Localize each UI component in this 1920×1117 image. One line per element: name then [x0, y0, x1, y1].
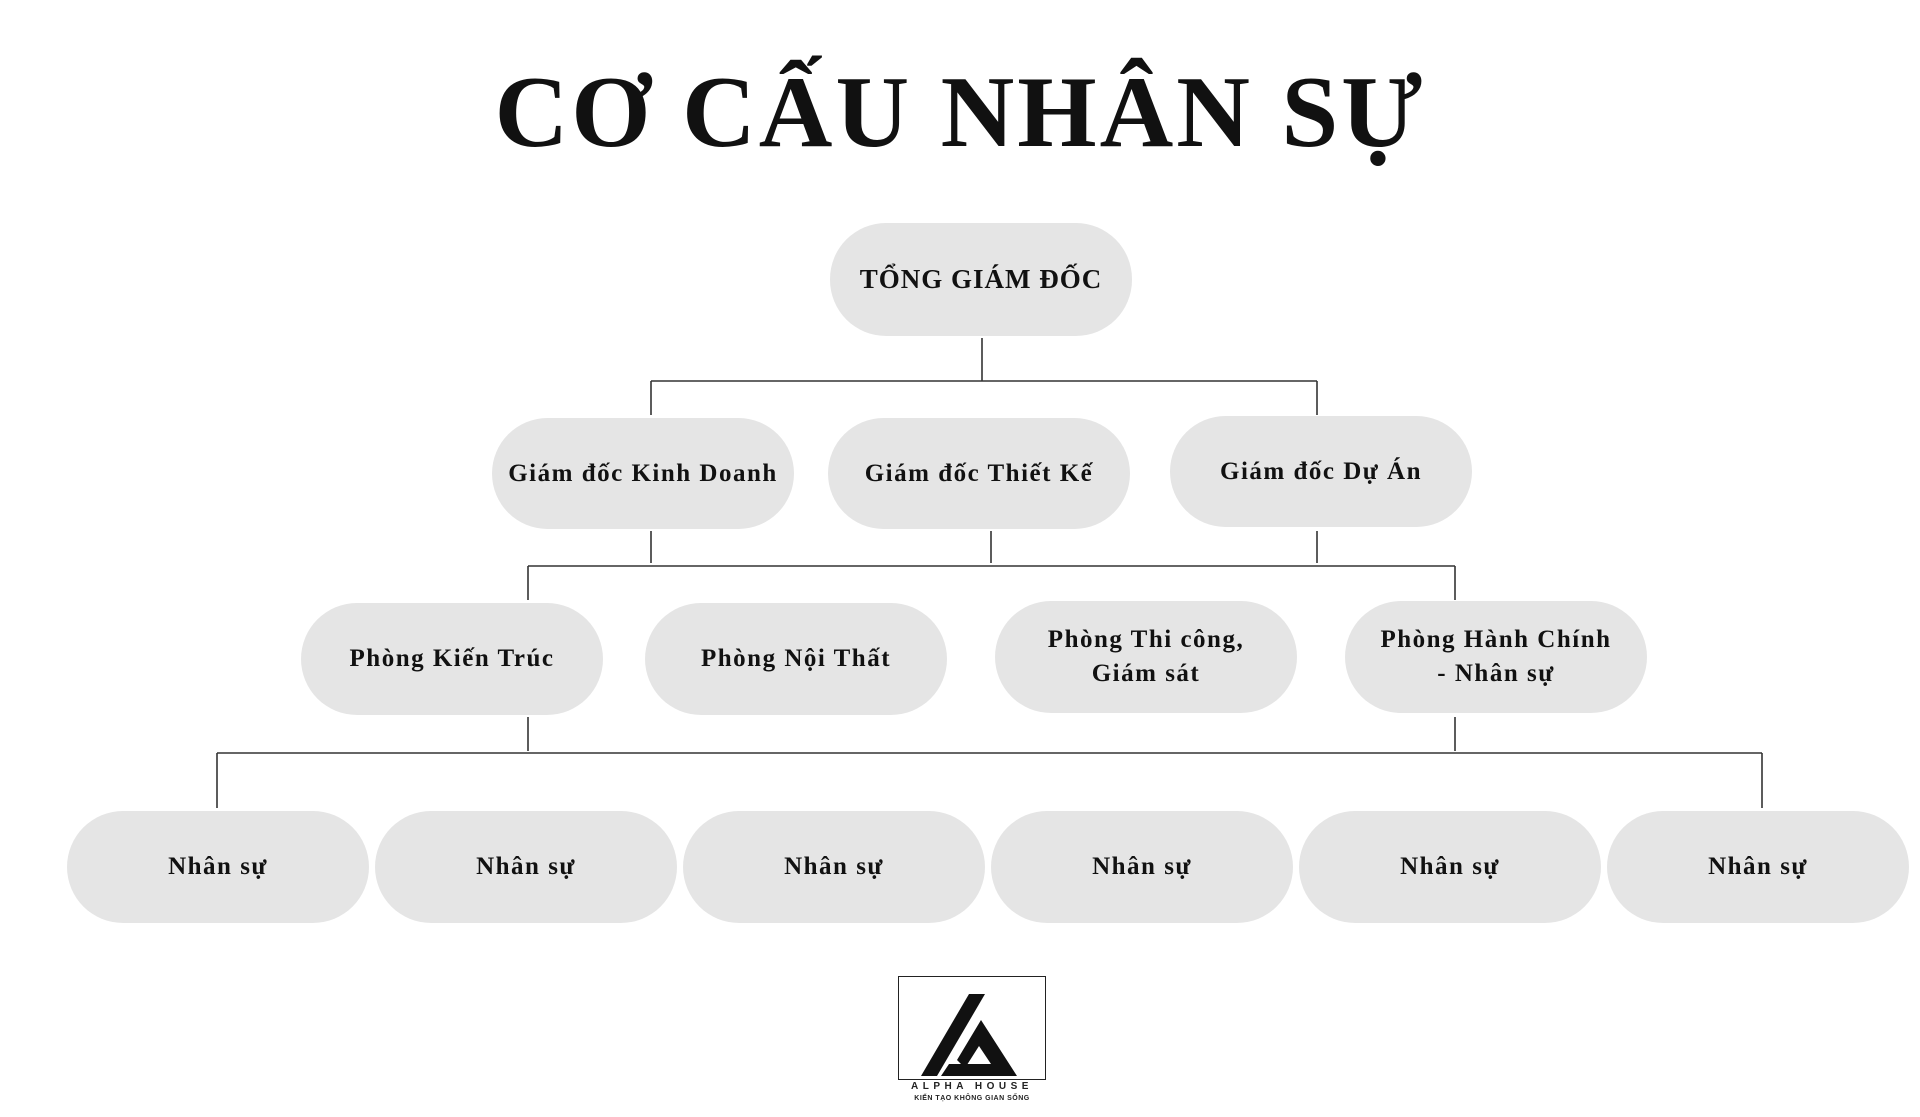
company-logo: ALPHA HOUSE KIẾN TẠO KHÔNG GIAN SỐNG — [883, 976, 1053, 1106]
node-label: Phòng Nội Thất — [700, 645, 892, 673]
node-director-project: Giám đốc Dự Án — [1170, 416, 1472, 527]
node-label: Nhân sự — [476, 853, 576, 881]
node-label: Giám đốc Kinh Doanh — [508, 459, 778, 487]
node-label: TỔNG GIÁM ĐỐC — [859, 264, 1103, 295]
node-ceo: TỔNG GIÁM ĐỐC — [830, 223, 1132, 336]
node-staff: Nhân sự — [683, 811, 985, 923]
node-director-sales: Giám đốc Kinh Doanh — [492, 418, 794, 529]
node-director-design: Giám đốc Thiết Kế — [828, 418, 1130, 529]
logo-frame — [898, 976, 1046, 1080]
node-staff: Nhân sự — [67, 811, 369, 923]
node-label: Phòng Thi công, Giám sát — [1047, 626, 1245, 687]
node-label: Phòng Hành Chính - Nhân sự — [1380, 626, 1612, 687]
node-label: Nhân sự — [168, 853, 268, 881]
node-label: Phòng Kiến Trúc — [349, 645, 555, 673]
node-label: Nhân sự — [1400, 853, 1500, 881]
logo-name: ALPHA HOUSE — [911, 1081, 1033, 1092]
node-label: Nhân sự — [1708, 853, 1808, 881]
node-label: Nhân sự — [784, 853, 884, 881]
node-label: Giám đốc Thiết Kế — [864, 459, 1094, 487]
node-label: Giám đốc Dự Án — [1220, 457, 1422, 485]
page-title: CƠ CẤU NHÂN SỰ — [494, 56, 1426, 169]
node-staff: Nhân sự — [1607, 811, 1909, 923]
node-label: Nhân sự — [1092, 853, 1192, 881]
alpha-house-logo-icon — [921, 994, 1017, 1076]
node-dept-interior: Phòng Nội Thất — [645, 603, 947, 715]
logo-tagline: KIẾN TẠO KHÔNG GIAN SỐNG — [914, 1095, 1030, 1102]
node-staff: Nhân sự — [375, 811, 677, 923]
node-dept-admin-hr: Phòng Hành Chính - Nhân sự — [1345, 601, 1647, 713]
node-dept-architecture: Phòng Kiến Trúc — [301, 603, 603, 715]
node-staff: Nhân sự — [1299, 811, 1601, 923]
node-dept-construction: Phòng Thi công, Giám sát — [995, 601, 1297, 713]
node-staff: Nhân sự — [991, 811, 1293, 923]
